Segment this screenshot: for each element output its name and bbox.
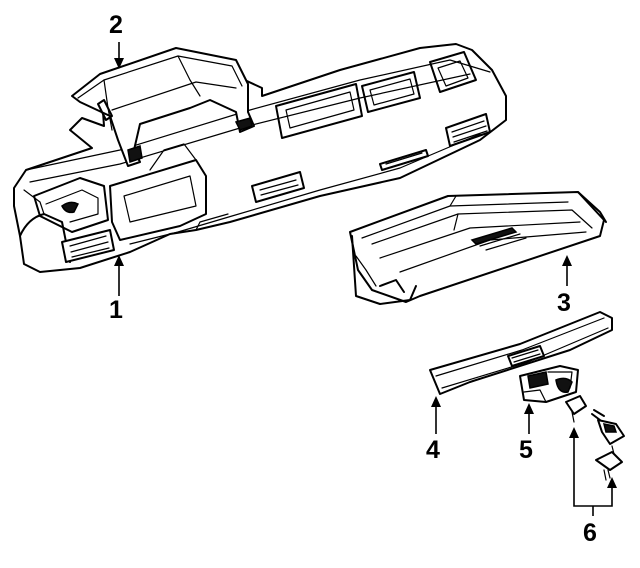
glove-box-door[interactable]	[429, 311, 613, 395]
callout-3[interactable]: 3	[557, 289, 571, 317]
callout-1[interactable]: 1	[109, 296, 123, 324]
callout-labels: 1 2 3 4 5 6	[109, 11, 597, 547]
callout-6[interactable]: 6	[583, 519, 597, 547]
lock-cylinder-and-keys[interactable]	[565, 395, 625, 481]
callout-2[interactable]: 2	[109, 11, 123, 39]
glove-box[interactable]	[349, 191, 607, 305]
glove-box-latch[interactable]	[519, 365, 579, 403]
instrument-cluster-hood[interactable]	[71, 47, 255, 167]
callout-4[interactable]: 4	[426, 436, 440, 464]
callout-5[interactable]: 5	[519, 436, 533, 464]
leader-lines	[114, 42, 617, 516]
